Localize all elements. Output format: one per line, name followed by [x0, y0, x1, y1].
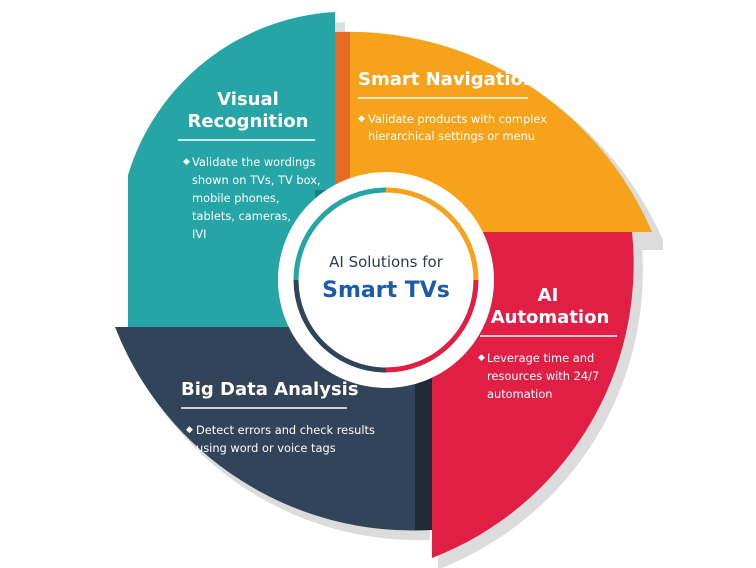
visual-recognition-bullet-line: IVI	[192, 227, 207, 241]
visual-recognition-bullet-line: shown on TVs, TV box,	[192, 173, 321, 187]
ai-automation-title-line2: Automation	[491, 307, 610, 328]
big-data-analysis-title: Big Data Analysis	[181, 379, 359, 400]
smart-navigation-title: Smart Navigation	[358, 69, 536, 90]
center-title: Smart TVs	[322, 278, 450, 303]
visual-recognition-title-line1: Visual	[217, 89, 279, 110]
ai-automation-bullet-line: resources with 24/7	[487, 369, 599, 383]
big-data-analysis-bullet-line: using word or voice tags	[196, 441, 336, 455]
ai-automation-title-line1: AI	[538, 285, 559, 306]
big-data-analysis-bullet-icon: ◆	[186, 424, 193, 434]
visual-recognition-bullet-line: Validate the wordings	[192, 155, 315, 169]
center-ring-arc-red	[385, 279, 479, 373]
center-ring-arc-teal	[293, 187, 387, 281]
smart-navigation-bullet-line: hierarchical settings or menu	[368, 129, 535, 143]
visual-recognition-title-line2: Recognition	[188, 111, 309, 132]
ai-automation-bullet-line: Leverage time and	[487, 351, 594, 365]
ai-automation-bullet-line: automation	[487, 387, 553, 401]
center-subtitle: AI Solutions for	[329, 253, 444, 271]
center-ring-arc-orange	[385, 187, 479, 281]
visual-recognition-bullet-line: mobile phones,	[192, 191, 279, 205]
smart-navigation-bullet-icon: ◆	[358, 113, 365, 123]
visual-recognition-bullet-line: tablets, cameras,	[192, 209, 291, 223]
center-ring-arc-navy	[293, 279, 387, 373]
ai-automation-bullet-icon: ◆	[478, 352, 485, 362]
big-data-analysis-bullet-line: Detect errors and check results	[196, 423, 375, 437]
smart-navigation-bullet-line: Validate products with complex	[368, 112, 547, 126]
visual-recognition-bullet-icon: ◆	[183, 156, 190, 166]
